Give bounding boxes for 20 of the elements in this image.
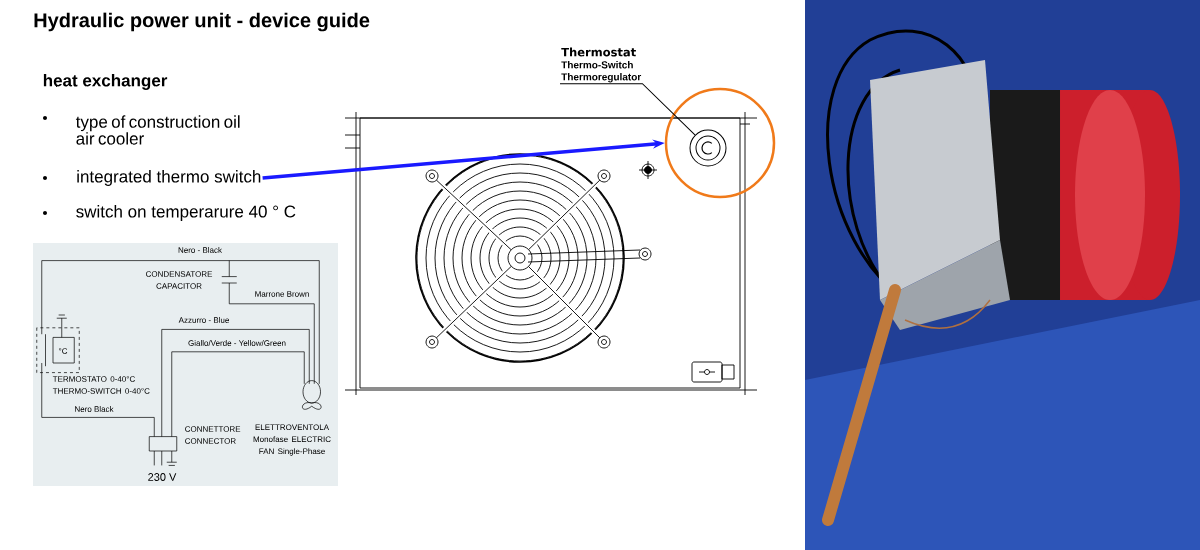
wiring-label: Azzurro - Blue <box>178 317 229 323</box>
title: Hydraulic power unit - device guide <box>34 12 370 32</box>
wiring-label: Marrone Brown <box>255 291 309 297</box>
thermostat-symbol <box>689 129 727 167</box>
wiring-label: Nero Black <box>75 406 114 412</box>
wiring-label: 230 V <box>148 473 177 481</box>
wiring-label: Nero - Black <box>178 247 222 253</box>
leader-line <box>559 83 696 136</box>
heading: heat exchanger <box>43 74 168 90</box>
wiring-label: Giallo/Verde - Yellow/Green <box>188 340 286 346</box>
wiring-label: CONNETTORE CONNECTOR <box>185 426 241 444</box>
wiring-label: CONDENSATORE CAPACITOR <box>146 271 213 289</box>
bullet-text: switch on temperarure 40 ° C <box>76 205 296 221</box>
wiring-label: °C <box>59 348 68 354</box>
highlight-circle <box>664 87 776 199</box>
wiring-label: ELETTROVENTOLA Monofase ELECTRIC FAN Single-Phase <box>253 424 331 456</box>
callout-label: Thermostat Thermo-Switch Thermoregulator <box>561 47 642 83</box>
bullet-text: type of construction oil air cooler <box>75 115 240 145</box>
wiring-label: TERMOSTATO 0-40°C THERMO-SWITCH 0-40°C <box>52 376 150 394</box>
bullet-text: integrated thermo switch <box>77 170 261 186</box>
